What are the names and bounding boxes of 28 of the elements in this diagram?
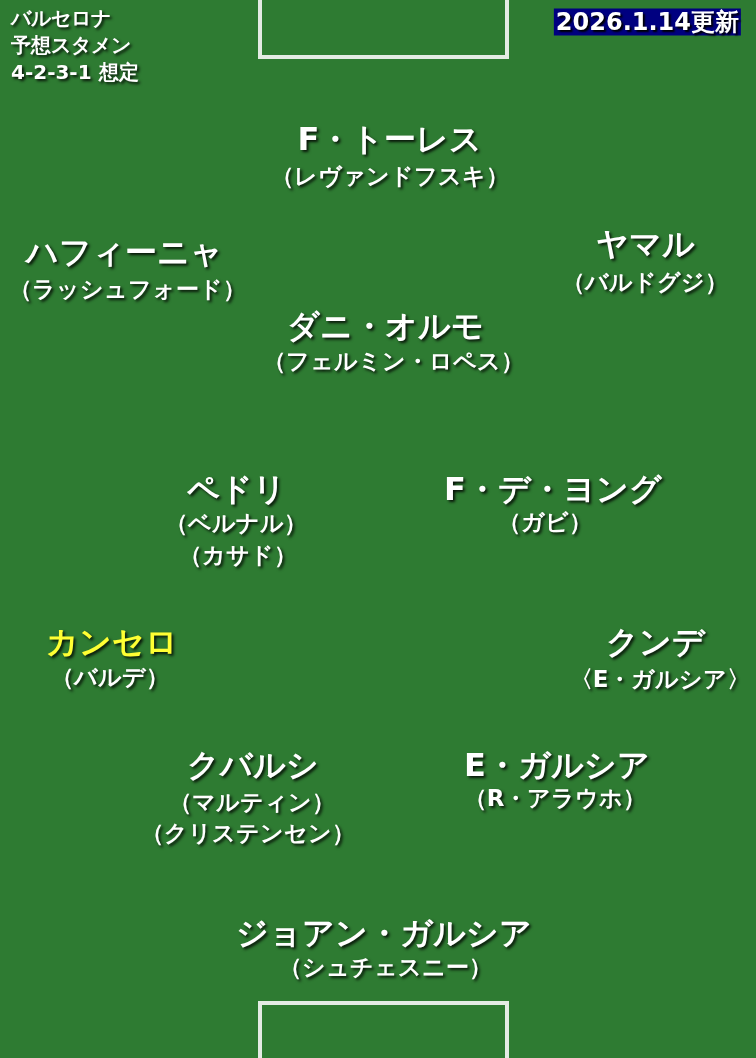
- player-name: ジョアン・ガルシア: [236, 917, 532, 951]
- player-name: クンデ: [605, 626, 705, 660]
- substitute-name: （R・アラウホ）: [463, 785, 647, 811]
- player-name: E・ガルシア: [464, 749, 650, 783]
- heading-text: 予想スタメン: [11, 34, 131, 56]
- substitute-name: （カサド）: [179, 542, 297, 568]
- substitute-name: （ベルナル）: [165, 510, 307, 536]
- substitute-name: （バルドグジ）: [562, 269, 728, 295]
- player-name: ヤマル: [595, 228, 695, 262]
- player-name: カンセロ: [46, 626, 178, 660]
- substitute-name: （クリステンセン）: [141, 820, 355, 846]
- substitute-name: （バルデ）: [51, 664, 169, 690]
- player-name: F・デ・ヨング: [444, 473, 662, 507]
- substitute-name: 〈E・ガルシア〉: [569, 666, 751, 692]
- player-name: F・トーレス: [297, 123, 483, 157]
- substitute-name: （レヴァンドフスキ）: [271, 163, 509, 189]
- player-name: ダニ・オルモ: [286, 310, 484, 344]
- player-name: ペドリ: [186, 473, 286, 507]
- substitute-name: （フェルミン・ロペス）: [262, 348, 524, 374]
- substitute-name: （ガビ）: [498, 509, 592, 535]
- substitute-name: （ラッシュフォード）: [8, 276, 246, 302]
- player-name: クバルシ: [187, 749, 319, 783]
- heading-text: バルセロナ: [11, 7, 111, 29]
- date-badge: 2026.1.14更新: [553, 8, 741, 36]
- player-name: ハフィーニャ: [25, 236, 223, 270]
- substitute-name: （シュチェスニー）: [278, 954, 492, 980]
- substitute-name: （マルティン）: [169, 789, 335, 815]
- formation-label: 4-2-3-1 想定: [11, 61, 139, 83]
